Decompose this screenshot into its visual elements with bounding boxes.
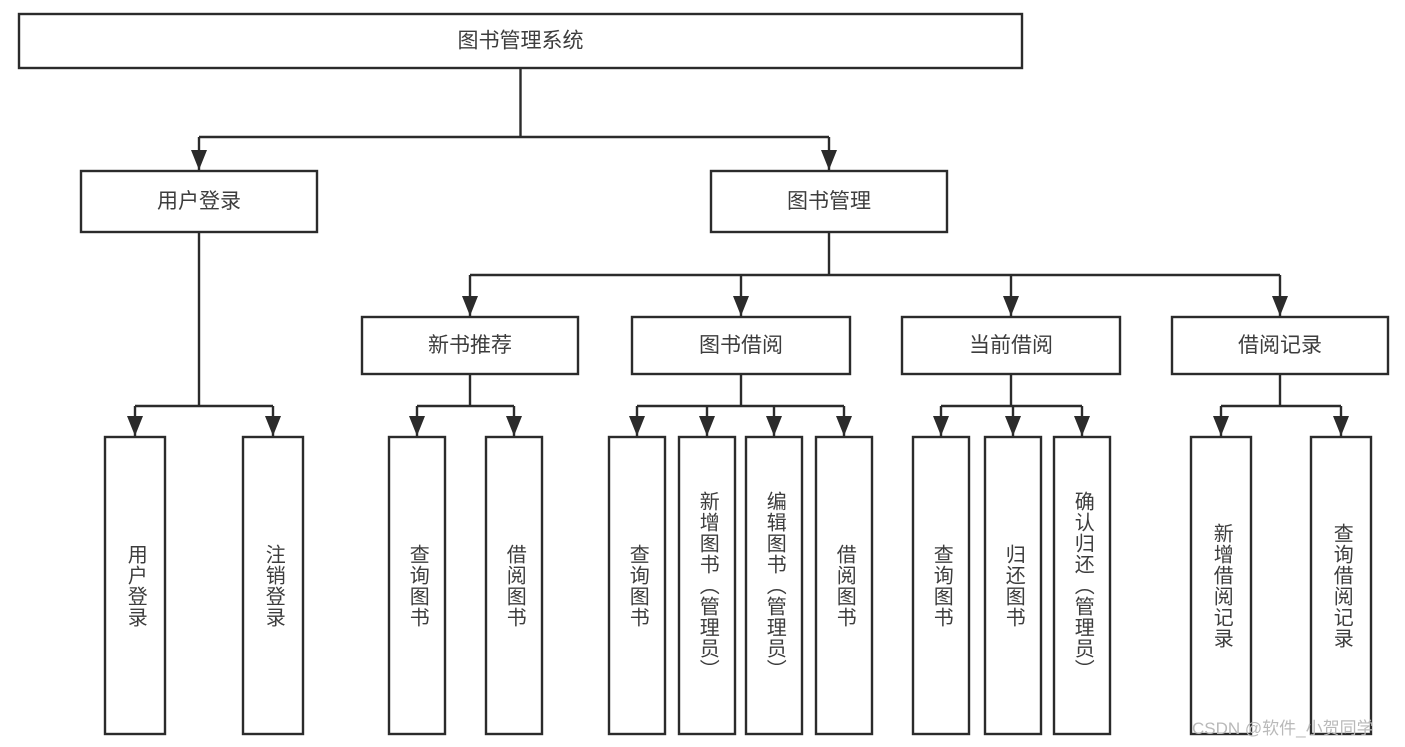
- node-new-book-recommend-label: 新书推荐: [428, 334, 512, 357]
- node-borrow-record-label: 借阅记录: [1238, 334, 1322, 357]
- node-leaf-return-book-label: 归还图书: [1002, 543, 1025, 628]
- boxes-layer: [17, 12, 1390, 736]
- arrow-bookmgmt-to-book-borrow: [733, 296, 749, 316]
- node-new-book-recommend-box[interactable]: [360, 315, 580, 376]
- node-leaf-query-book-1-box[interactable]: [387, 435, 447, 736]
- node-title-box[interactable]: [17, 12, 1024, 70]
- node-leaf-query-book-3-label: 查询图书: [930, 543, 953, 628]
- arrow-userlogin-to-leaf-user-logout: [265, 416, 281, 436]
- node-leaf-confirm-return-box[interactable]: [1052, 435, 1112, 736]
- connectors-layer: [127, 68, 1349, 436]
- node-leaf-user-logout-box[interactable]: [241, 435, 305, 736]
- node-book-management-box[interactable]: [709, 169, 949, 234]
- arrow-title-to-user-login: [191, 150, 207, 170]
- arrow-book-borrow-to-leaf-edit-book: [766, 416, 782, 436]
- node-current-borrow-box[interactable]: [900, 315, 1122, 376]
- node-leaf-user-logout-label: 注销登录: [262, 543, 285, 628]
- arrow-bookmgmt-to-new-book-recommend: [462, 296, 478, 316]
- node-title-label: 图书管理系统: [458, 30, 584, 53]
- node-user-login-label: 用户登录: [157, 190, 241, 213]
- node-book-management-label: 图书管理: [787, 190, 871, 213]
- node-current-borrow-label: 当前借阅: [969, 334, 1053, 357]
- node-leaf-query-book-1-label: 查询图书: [406, 543, 429, 628]
- arrow-new-book-recommend-to-leaf-query-book-1: [409, 416, 425, 436]
- node-leaf-return-book-box[interactable]: [983, 435, 1043, 736]
- node-leaf-add-borrow-record-box[interactable]: [1189, 435, 1253, 736]
- node-leaf-query-book-2-label: 查询图书: [626, 543, 649, 628]
- arrow-current-borrow-to-leaf-confirm-return: [1074, 416, 1090, 436]
- node-user-login-box[interactable]: [79, 169, 319, 234]
- node-leaf-borrow-book-1-box[interactable]: [484, 435, 544, 736]
- node-leaf-borrow-book-1-label: 借阅图书: [503, 543, 526, 628]
- arrow-new-book-recommend-to-leaf-borrow-book-1: [506, 416, 522, 436]
- node-leaf-add-book-box[interactable]: [677, 435, 737, 736]
- node-leaf-query-borrow-record-label: 查询借阅记录: [1330, 522, 1353, 649]
- arrow-bookmgmt-to-borrow-record: [1272, 296, 1288, 316]
- node-book-borrow-box[interactable]: [630, 315, 852, 376]
- node-leaf-query-book-3-box[interactable]: [911, 435, 971, 736]
- arrow-book-borrow-to-leaf-query-book-2: [629, 416, 645, 436]
- csdn-watermark: CSDN @软件_小贺同学: [1192, 719, 1374, 738]
- node-borrow-record-box[interactable]: [1170, 315, 1390, 376]
- node-book-borrow-label: 图书借阅: [699, 334, 783, 357]
- arrow-bookmgmt-to-current-borrow: [1003, 296, 1019, 316]
- node-leaf-borrow-book-2-label: 借阅图书: [833, 543, 856, 628]
- arrow-borrow-record-to-leaf-query-borrow-record: [1333, 416, 1349, 436]
- node-leaf-user-login-label: 用户登录: [124, 543, 147, 628]
- arrow-current-borrow-to-leaf-return-book: [1005, 416, 1021, 436]
- arrow-current-borrow-to-leaf-query-book-3: [933, 416, 949, 436]
- node-leaf-add-borrow-record-label: 新增借阅记录: [1210, 522, 1233, 649]
- node-leaf-confirm-return-label: 确认归还（管理员）: [1071, 491, 1094, 680]
- node-leaf-query-book-2-box[interactable]: [607, 435, 667, 736]
- node-leaf-user-login-box[interactable]: [103, 435, 167, 736]
- node-leaf-edit-book-label: 编辑图书（管理员）: [763, 491, 786, 680]
- node-leaf-borrow-book-2-box[interactable]: [814, 435, 874, 736]
- node-leaf-add-book-label: 新增图书（管理员）: [696, 491, 719, 680]
- node-leaf-query-borrow-record-box[interactable]: [1309, 435, 1373, 736]
- node-leaf-edit-book-box[interactable]: [744, 435, 804, 736]
- arrow-book-borrow-to-leaf-add-book: [699, 416, 715, 436]
- arrow-book-borrow-to-leaf-borrow-book-2: [836, 416, 852, 436]
- arrow-title-to-book-management: [821, 150, 837, 170]
- arrow-userlogin-to-leaf-user-login: [127, 416, 143, 436]
- arrow-borrow-record-to-leaf-add-borrow-record: [1213, 416, 1229, 436]
